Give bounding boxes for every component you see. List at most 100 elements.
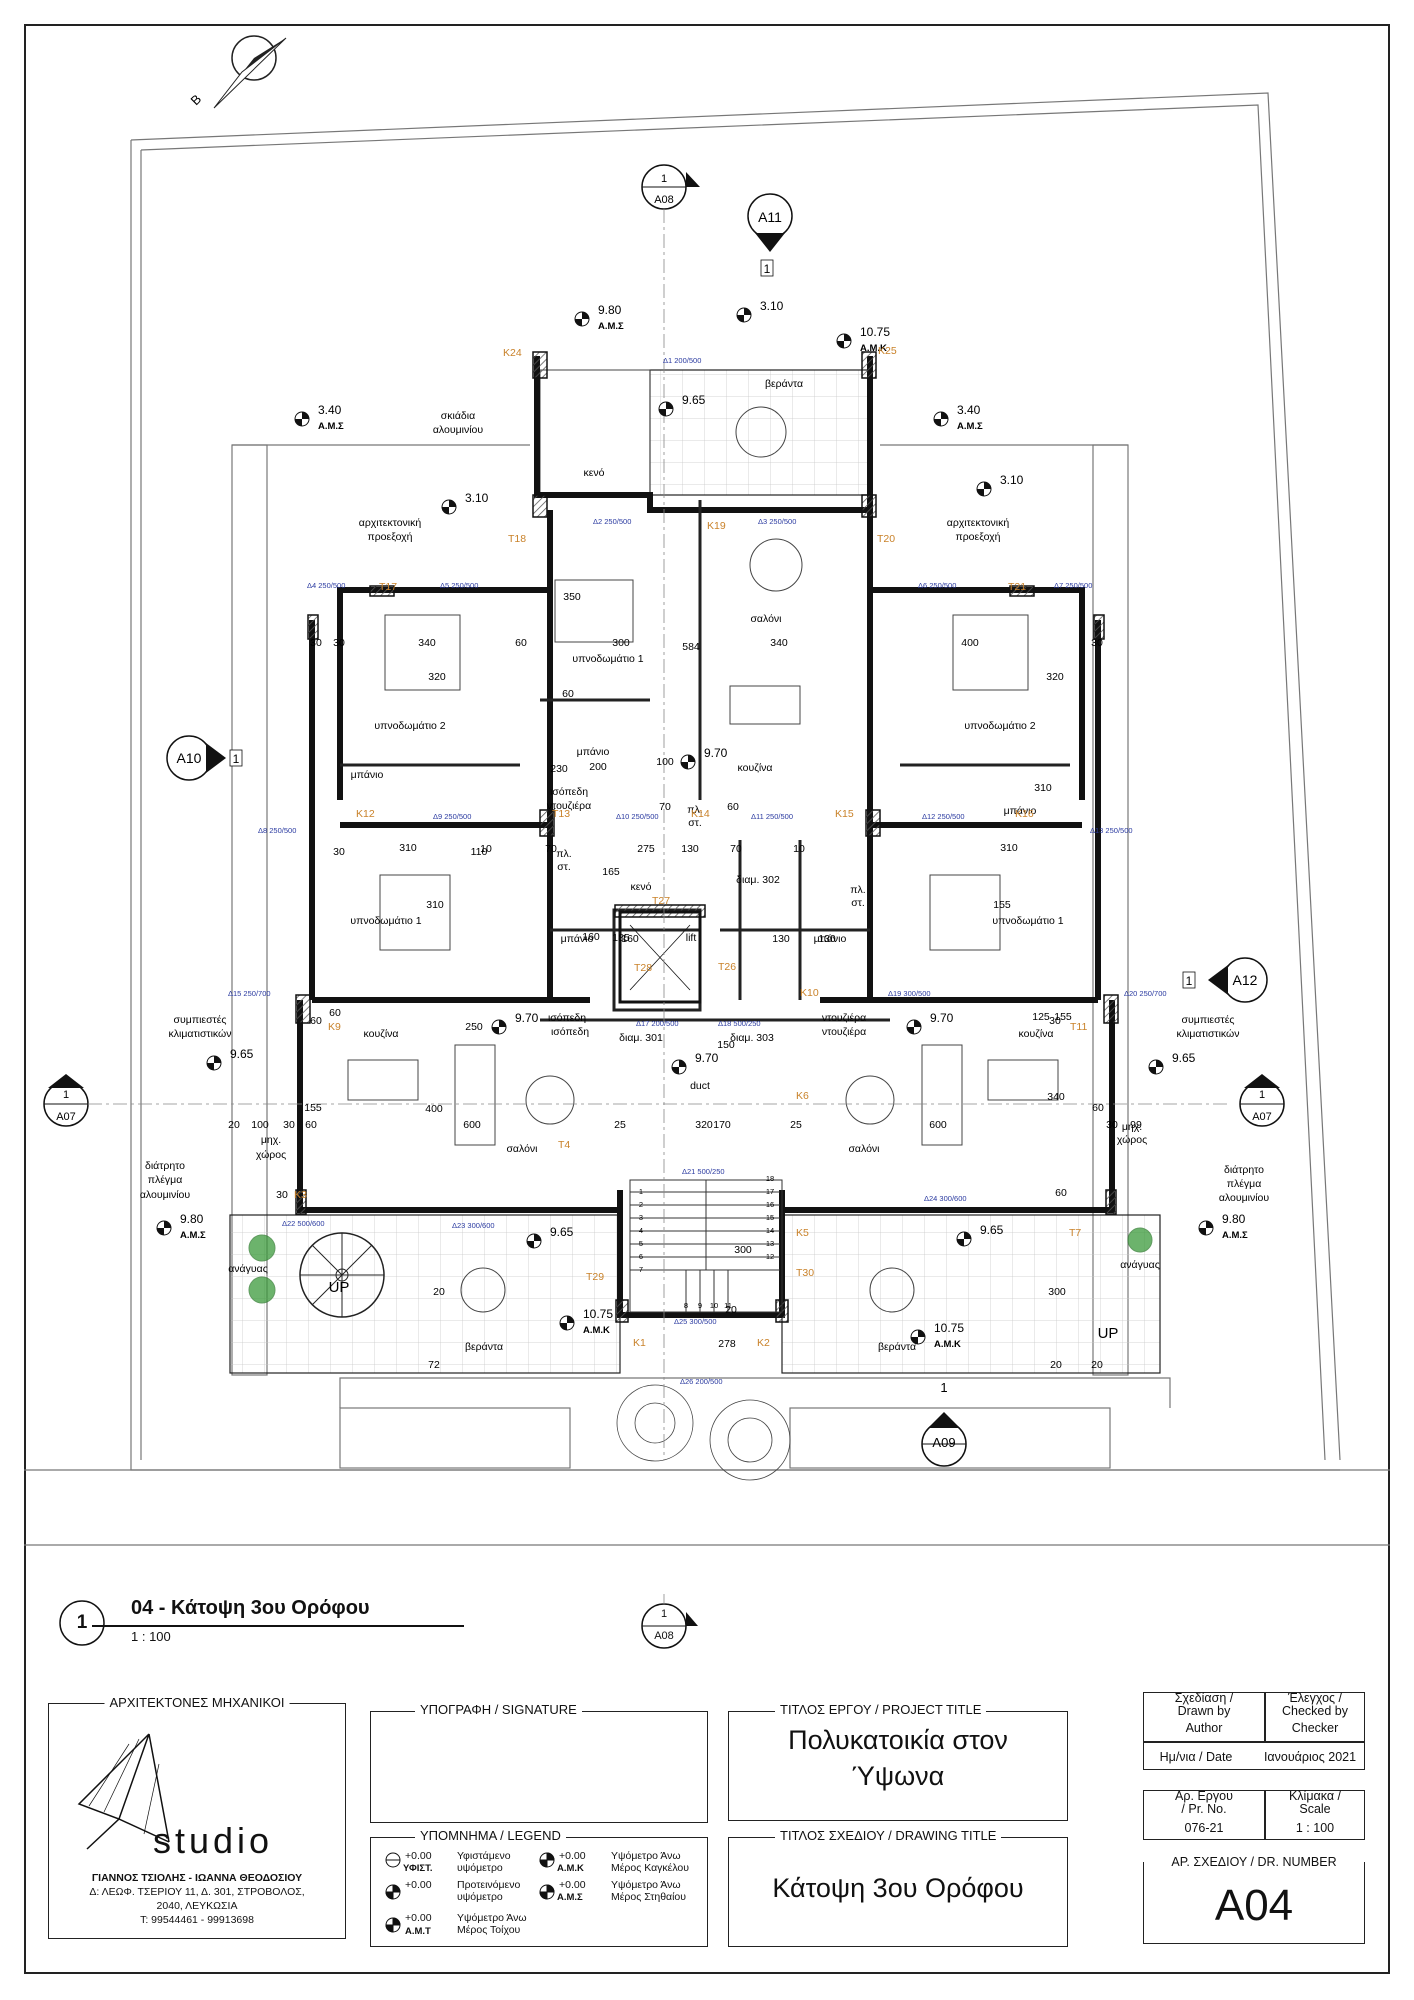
room-label: πλ. bbox=[556, 848, 571, 860]
room-label: μπάνιο bbox=[577, 746, 610, 758]
grid-tag: Κ16 bbox=[1015, 808, 1034, 820]
level-value: 10.75 bbox=[934, 1321, 964, 1335]
grid-tag: Τ17 bbox=[379, 581, 397, 593]
drawn-label1: Σχεδίαση / bbox=[1174, 1691, 1234, 1705]
dimension-label: 250 bbox=[465, 1021, 483, 1033]
dimension-label: 20 bbox=[228, 1119, 240, 1131]
room-label: αλουμινίου bbox=[1219, 1192, 1270, 1204]
level-marker: 9.65 bbox=[956, 1223, 1004, 1247]
window-tag: Δ2 250/500 bbox=[593, 517, 631, 526]
dimension-label: 125 bbox=[1032, 1011, 1050, 1023]
window-tag: Δ24 300/600 bbox=[924, 1194, 967, 1203]
window-tag: Δ17 200/500 bbox=[636, 1019, 679, 1028]
level-value: 9.70 bbox=[704, 746, 728, 760]
project-title-line2: Ύψωνα bbox=[851, 1761, 945, 1791]
dimension-label: 600 bbox=[929, 1119, 947, 1131]
dimension-label: 155 bbox=[304, 1102, 322, 1114]
stair-number: 12 bbox=[766, 1252, 774, 1261]
grid-tag: Τ26 bbox=[718, 961, 736, 973]
drawn-by-box: Σχεδίαση / Drawn by Author bbox=[1143, 1691, 1265, 1742]
legend-val-3: +0.00 bbox=[559, 1850, 586, 1862]
dimension-label: 60 bbox=[305, 1119, 317, 1131]
checked-label2: Checked by bbox=[1281, 1704, 1348, 1718]
dimension-label: 130 bbox=[818, 933, 836, 945]
drawn-label2: Drawn by bbox=[1177, 1704, 1231, 1718]
section-title-num: 1 bbox=[660, 1608, 668, 1620]
room-label: κενό bbox=[583, 467, 604, 479]
room-label: κουζίνα bbox=[364, 1028, 399, 1040]
legend-text1-0: Υφιστάμενο bbox=[457, 1850, 511, 1862]
trees bbox=[616, 1384, 791, 1481]
grid-tag: Κ15 bbox=[835, 808, 854, 820]
dimension-label: 70 bbox=[659, 801, 671, 813]
room-label: κουζίνα bbox=[1019, 1028, 1054, 1040]
level-value: 9.65 bbox=[550, 1225, 574, 1239]
sheet-border bbox=[24, 24, 1390, 1974]
date-box: Ημ/νια / Date Ιανουάριος 2021 bbox=[1143, 1742, 1365, 1770]
level-symbol-fill bbox=[1199, 1221, 1213, 1235]
room-label: ανάγυας bbox=[1120, 1259, 1160, 1271]
dimension-label: 30 bbox=[333, 846, 345, 858]
columns bbox=[295, 351, 1119, 1323]
stair-number: 7 bbox=[639, 1265, 643, 1274]
room-label: αλουμινίου bbox=[433, 424, 484, 436]
checked-by-box: Έλεγχος / Checked by Checker bbox=[1265, 1691, 1365, 1742]
level-value: 3.10 bbox=[760, 299, 784, 313]
legend-tag-2: Α.Μ.Τ bbox=[405, 1926, 431, 1937]
dimension-label: 275 bbox=[637, 843, 655, 855]
drawing-title-header: ΤΙΤΛΟΣ ΣΧΕΔΙΟΥ / DRAWING TITLE bbox=[775, 1828, 1002, 1843]
level-symbol-fill bbox=[837, 334, 851, 348]
section-title-sheet: A08 bbox=[654, 1630, 674, 1642]
drno-label: ΑΡ. ΣΧΕΔΙΟΥ / DR. NUMBER bbox=[1144, 1855, 1364, 1869]
section-right-num: 1 bbox=[1259, 1089, 1265, 1101]
room-label: σαλόνι bbox=[848, 1143, 880, 1155]
section-bottom-sheet: A09 bbox=[932, 1435, 955, 1450]
dimension-label: 185 bbox=[612, 932, 630, 944]
level-symbol-fill bbox=[527, 1234, 541, 1248]
room-label: ντουζιέρα bbox=[822, 1026, 866, 1038]
dimension-label: 155 bbox=[993, 899, 1011, 911]
dimension-label: 160 bbox=[621, 933, 639, 945]
legend-val-4: +0.00 bbox=[559, 1879, 586, 1891]
dimension-label: 130 bbox=[681, 843, 699, 855]
window-tag: Δ22 500/600 bbox=[282, 1219, 325, 1228]
dimension-label: 60 bbox=[329, 1007, 341, 1019]
room-label: υπνοδωμάτιο 1 bbox=[992, 915, 1063, 927]
room-label: μπάνιο bbox=[1004, 805, 1037, 817]
level-symbol-fill bbox=[157, 1221, 171, 1235]
room-label: μπάνιο bbox=[561, 933, 594, 945]
dimension-label: 320 bbox=[428, 671, 446, 683]
dimension-label: 320 bbox=[695, 1119, 713, 1131]
window-tag: Δ7 250/500 bbox=[1054, 581, 1092, 590]
room-label: σκιάδια bbox=[441, 410, 475, 422]
level-symbol-fill bbox=[672, 1060, 686, 1074]
stair-number: 15 bbox=[766, 1213, 774, 1222]
date-label: Ημ/νια / Date bbox=[1159, 1750, 1233, 1764]
stair-number: 5 bbox=[639, 1239, 643, 1248]
level-value: 10.75 bbox=[860, 325, 890, 339]
grid-tag: Κ1 bbox=[633, 1337, 646, 1349]
elevation-marker-a11: A11 1 bbox=[747, 193, 793, 277]
dimension-label: 110 bbox=[471, 846, 488, 858]
room-label: υπνοδωμάτιο 1 bbox=[572, 653, 643, 665]
window-tag: Δ26 200/500 bbox=[680, 1377, 723, 1386]
dimension-label: 30 bbox=[1049, 1015, 1061, 1027]
checked-label1: Έλεγχος / bbox=[1287, 1691, 1343, 1705]
level-marker: 10.75Α.Μ.Κ bbox=[910, 1321, 964, 1350]
room-label: ισόπεδη bbox=[551, 1026, 589, 1038]
window-tag: Δ10 250/500 bbox=[616, 812, 659, 821]
legend-text1-4: Υψόμετρο Άνω bbox=[611, 1879, 681, 1891]
grid-tag: Τ4 bbox=[558, 1139, 570, 1151]
room-label: υπνοδωμάτιο 2 bbox=[374, 720, 445, 732]
elevation-marker-a12: A12 1 bbox=[1182, 957, 1268, 1003]
room-label: βεράντα bbox=[465, 1341, 503, 1353]
spiral-stair bbox=[299, 1232, 385, 1318]
room-label: κλιματιστικών bbox=[169, 1028, 232, 1040]
dimension-label: 165 bbox=[602, 866, 620, 878]
prno-label1: Αρ. Εργου bbox=[1175, 1789, 1233, 1803]
architects-address1: Δ: ΛΕΩΦ. ΤΣΕΡΙΟΥ 11, Δ. 301, ΣΤΡΟΒΟΛΟΣ, bbox=[89, 1886, 305, 1898]
room-label: διαμ. 301 bbox=[619, 1032, 663, 1044]
dimension-label: 30 bbox=[310, 637, 322, 649]
grid-tag: Τ11 bbox=[1070, 1021, 1087, 1033]
